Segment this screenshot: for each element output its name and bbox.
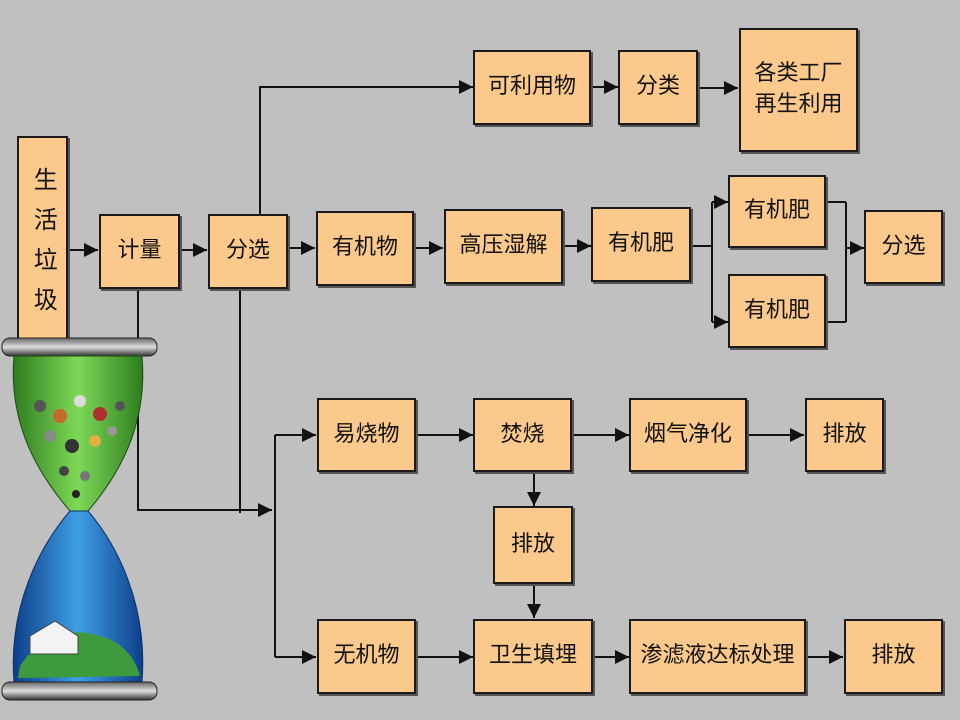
node-label: 无机物 [333, 643, 400, 669]
node-label: 烟气净化 [643, 421, 732, 447]
node-label: 分选 [225, 238, 270, 264]
node-recyclables: 可利用物 [473, 50, 591, 125]
node-organic-fertilizer-a: 有机肥 [728, 175, 826, 248]
node-sanitary-landfill: 卫生填埋 [473, 619, 593, 694]
node-label: 焚烧 [500, 421, 545, 447]
node-combustible: 易烧物 [317, 398, 416, 472]
node-label: 分选 [881, 233, 926, 259]
node-incineration: 焚烧 [473, 398, 572, 472]
node-label: 有机肥 [743, 297, 810, 323]
node-label: 排放 [822, 421, 867, 447]
node-label: 分类 [635, 74, 680, 100]
node-label: 有机物 [331, 235, 398, 261]
node-label: 渗滤液达标处理 [640, 643, 795, 669]
node-leachate-treatment: 渗滤液达标处理 [629, 619, 806, 694]
node-label: 卫生填埋 [488, 643, 577, 669]
node-weighing: 计量 [99, 214, 180, 289]
node-label: 排放 [510, 531, 555, 557]
node-label: 有机肥 [607, 231, 674, 257]
node-label: 生活垃圾 [29, 167, 58, 327]
node-household-garbage: 生活垃圾 [17, 136, 68, 358]
node-discharge-ash: 排放 [493, 506, 573, 584]
node-label-line2: 再生利用 [754, 92, 843, 117]
node-high-pressure-wet: 高压湿解 [444, 209, 563, 284]
hourglass-image [1, 337, 158, 701]
node-sorting: 分选 [208, 214, 288, 289]
node-discharge-gas: 排放 [805, 398, 884, 472]
node-label: 有机肥 [743, 198, 810, 224]
node-organic-fertilizer-b: 有机肥 [728, 274, 826, 348]
node-label: 排放 [871, 643, 916, 669]
node-label: 可利用物 [487, 74, 576, 100]
node-factory-reuse: 各类工厂 再生利用 [739, 28, 858, 152]
node-discharge-water: 排放 [844, 619, 943, 694]
node-label: 高压湿解 [459, 233, 548, 259]
node-organic: 有机物 [316, 211, 414, 286]
node-sorting-2: 分选 [864, 210, 943, 284]
node-inorganic: 无机物 [317, 619, 416, 694]
node-classify: 分类 [618, 50, 698, 125]
node-label-line1: 各类工厂 [754, 61, 843, 87]
node-label: 易烧物 [333, 421, 400, 447]
node-label: 计量 [117, 238, 162, 264]
node-organic-fertilizer: 有机肥 [591, 207, 691, 282]
node-flue-gas-cleaning: 烟气净化 [629, 398, 747, 472]
